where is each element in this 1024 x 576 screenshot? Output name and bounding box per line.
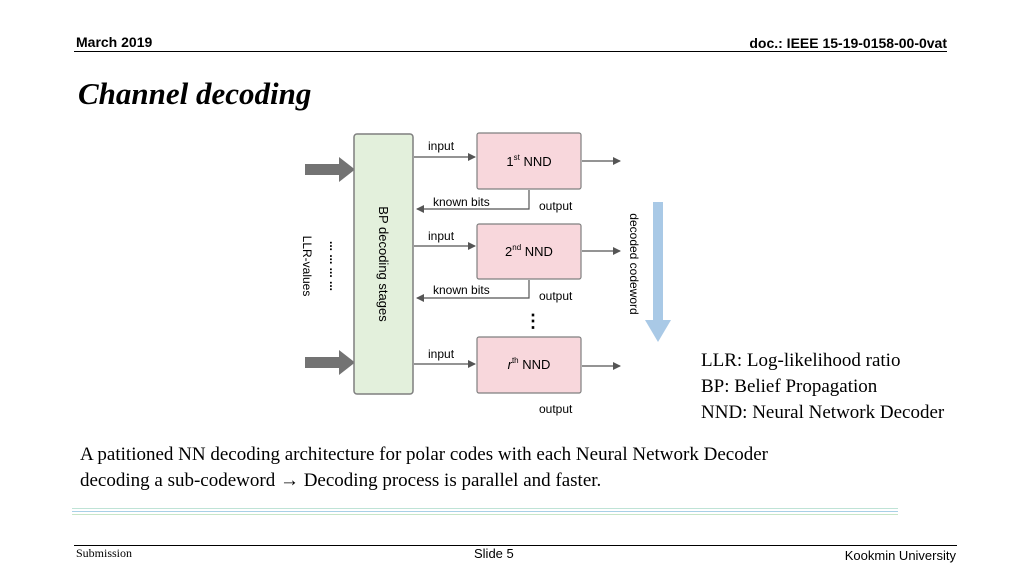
header-divider: [74, 51, 947, 52]
nnd-label-2: 2nd NND: [505, 243, 553, 259]
known-bits-arrow-1: [416, 190, 530, 213]
header-date: March 2019: [76, 34, 153, 50]
header-doc-id: doc.: IEEE 15-19-0158-00-0vat: [749, 35, 947, 51]
llr-input-arrow-top: [305, 157, 355, 182]
llr-input-arrow-bottom: [305, 350, 355, 375]
vertical-ellipsis: ⋮: [524, 311, 542, 331]
caption-line-1: A patitioned NN decoding architecture fo…: [80, 444, 768, 465]
nnd-box-1: [476, 132, 582, 190]
footer-organization: Kookmin University: [844, 548, 956, 563]
decorative-line-1: [72, 508, 898, 509]
legend-llr: LLR: Log-likelihood ratio: [701, 350, 901, 371]
decorative-line-3: [72, 514, 898, 515]
output-label-r: output: [539, 402, 573, 416]
footer-submission: Submission: [76, 546, 133, 560]
decorative-line-2: [72, 511, 898, 512]
caption-line-2: decoding a sub-codeword → Decoding proce…: [80, 470, 602, 491]
decoded-codeword-arrow: [645, 202, 671, 342]
input-label-r: input: [428, 347, 455, 361]
llr-dots: ... ... ... ...: [327, 241, 341, 291]
footer-slide-number: Slide 5: [474, 546, 514, 561]
llr-values-label: LLR-values: [300, 236, 314, 297]
known-bits-label-2: known bits: [433, 283, 490, 297]
known-bits-arrow-2: [416, 280, 530, 302]
input-label-2: input: [428, 229, 455, 243]
known-bits-label-1: known bits: [433, 195, 490, 209]
slide-title: Channel decoding: [78, 76, 312, 111]
nnd-label-r: rth NND: [508, 356, 551, 372]
output-label-1: output: [539, 199, 573, 213]
abbreviation-legend: LLR: Log-likelihood ratio BP: Belief Pro…: [701, 348, 944, 426]
output-label-2: output: [539, 289, 573, 303]
legend-nnd: NND: Neural Network Decoder: [701, 402, 945, 423]
caption-text: A patitioned NN decoding architecture fo…: [80, 442, 900, 494]
decoded-codeword-label: decoded codeword: [627, 213, 641, 314]
footer-divider: [74, 545, 957, 546]
nnd-box-r: [476, 336, 582, 394]
input-label-1: input: [428, 139, 455, 153]
legend-bp: BP: Belief Propagation: [701, 376, 878, 397]
nnd-label-1: 1st NND: [506, 153, 551, 169]
bp-decoding-box: [353, 133, 414, 395]
nnd-box-2: [476, 223, 582, 280]
bp-decoding-label: BP decoding stages: [376, 206, 391, 322]
